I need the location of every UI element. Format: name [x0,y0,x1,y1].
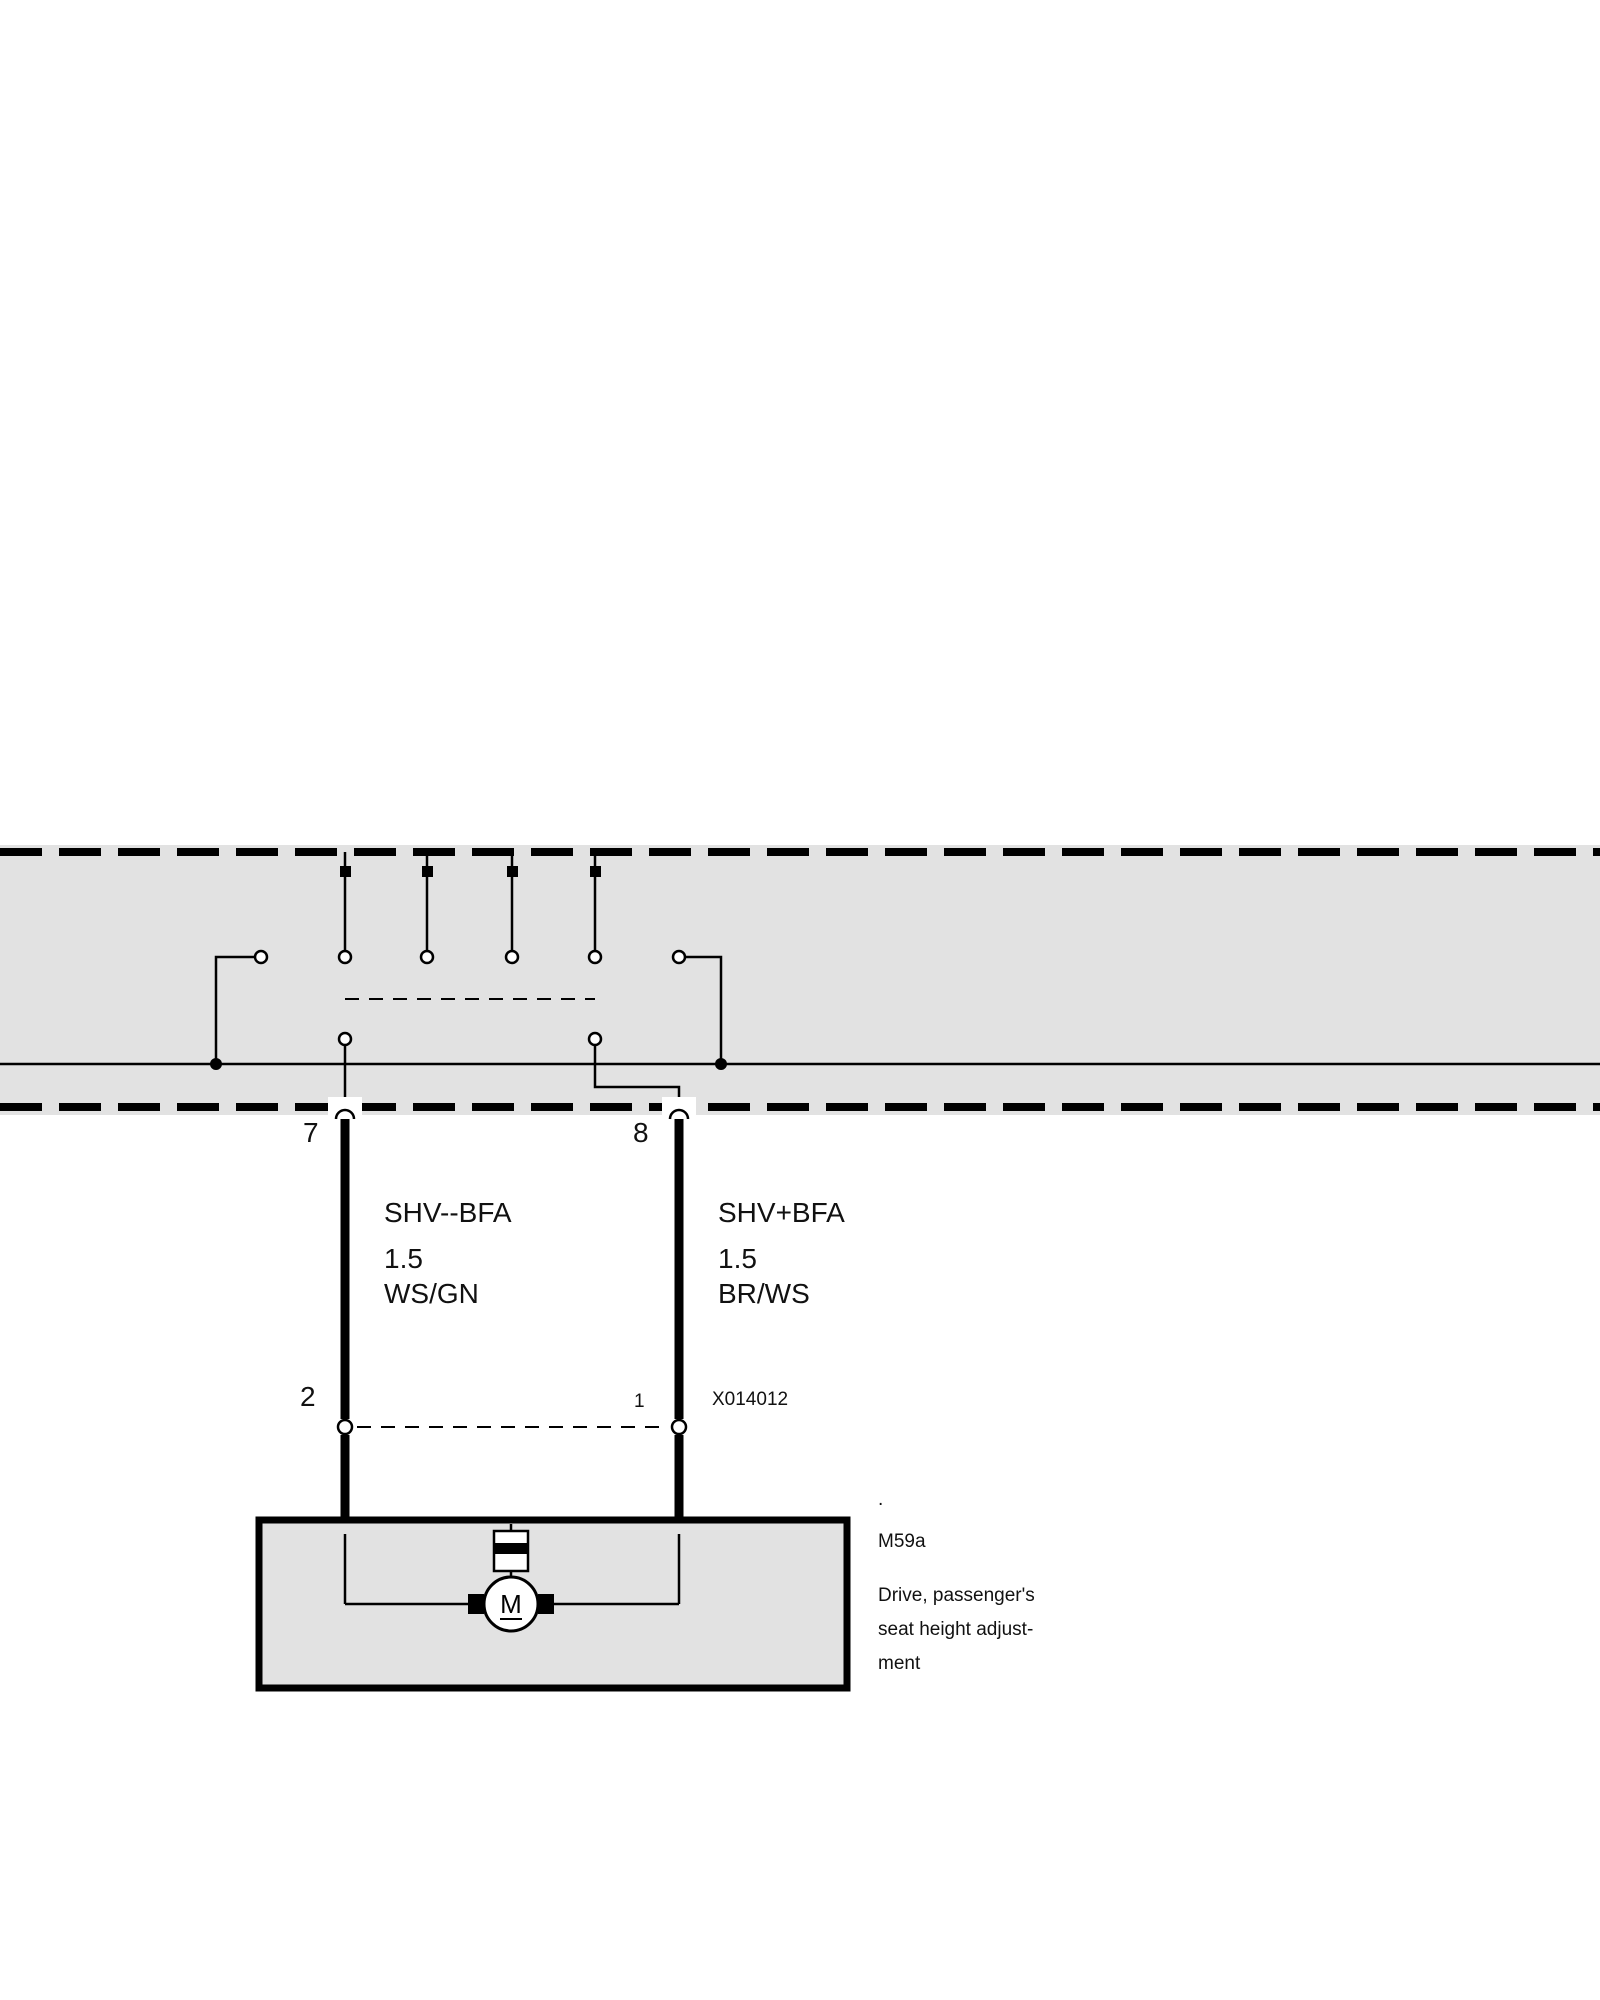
harness-wires [340,1119,684,1534]
thermal-protector-icon [492,1529,530,1573]
connector-terminal-1 [670,1418,688,1436]
motor-desc-line-2: seat height adjust- [878,1619,1034,1640]
junction-squares [340,866,601,877]
connector-pin-2-label: 2 [300,1381,316,1412]
module-pin-7 [334,1108,356,1120]
module-pin-8-label: 8 [633,1117,649,1148]
bus-junction-dot [715,1058,727,1070]
motor-letter: M [500,1589,522,1619]
motor-code-label: M59a [878,1531,926,1552]
contact-circles [253,949,687,1047]
wire-right-color-label: BR/WS [718,1278,810,1309]
wire-left-gauge-label: 1.5 [384,1243,423,1274]
connector-terminal-2 [336,1418,354,1436]
module-pin-8 [668,1108,690,1120]
wire-right-signal-label: SHV+BFA [718,1197,845,1228]
motor-bullet: . [878,1489,884,1510]
connector-id-label: X014012 [712,1389,789,1410]
bus-junction-dot [210,1058,222,1070]
wire-left-color-label: WS/GN [384,1278,479,1309]
motor-brush-left [468,1594,484,1614]
control-module-band [0,845,1600,1115]
connector-pin-1-label: 1 [634,1391,645,1412]
motor-desc-line-3: ment [878,1653,921,1674]
module-pin-7-label: 7 [303,1117,319,1148]
motor-internal-wiring [343,1524,681,1606]
motor-brush-right [538,1594,554,1614]
motor-desc-line-1: Drive, passenger's [878,1585,1035,1606]
motor-icon: M [468,1575,554,1633]
wire-right-gauge-label: 1.5 [718,1243,757,1274]
wire-left-signal-label: SHV--BFA [384,1197,512,1228]
motor-circle [482,1575,540,1633]
